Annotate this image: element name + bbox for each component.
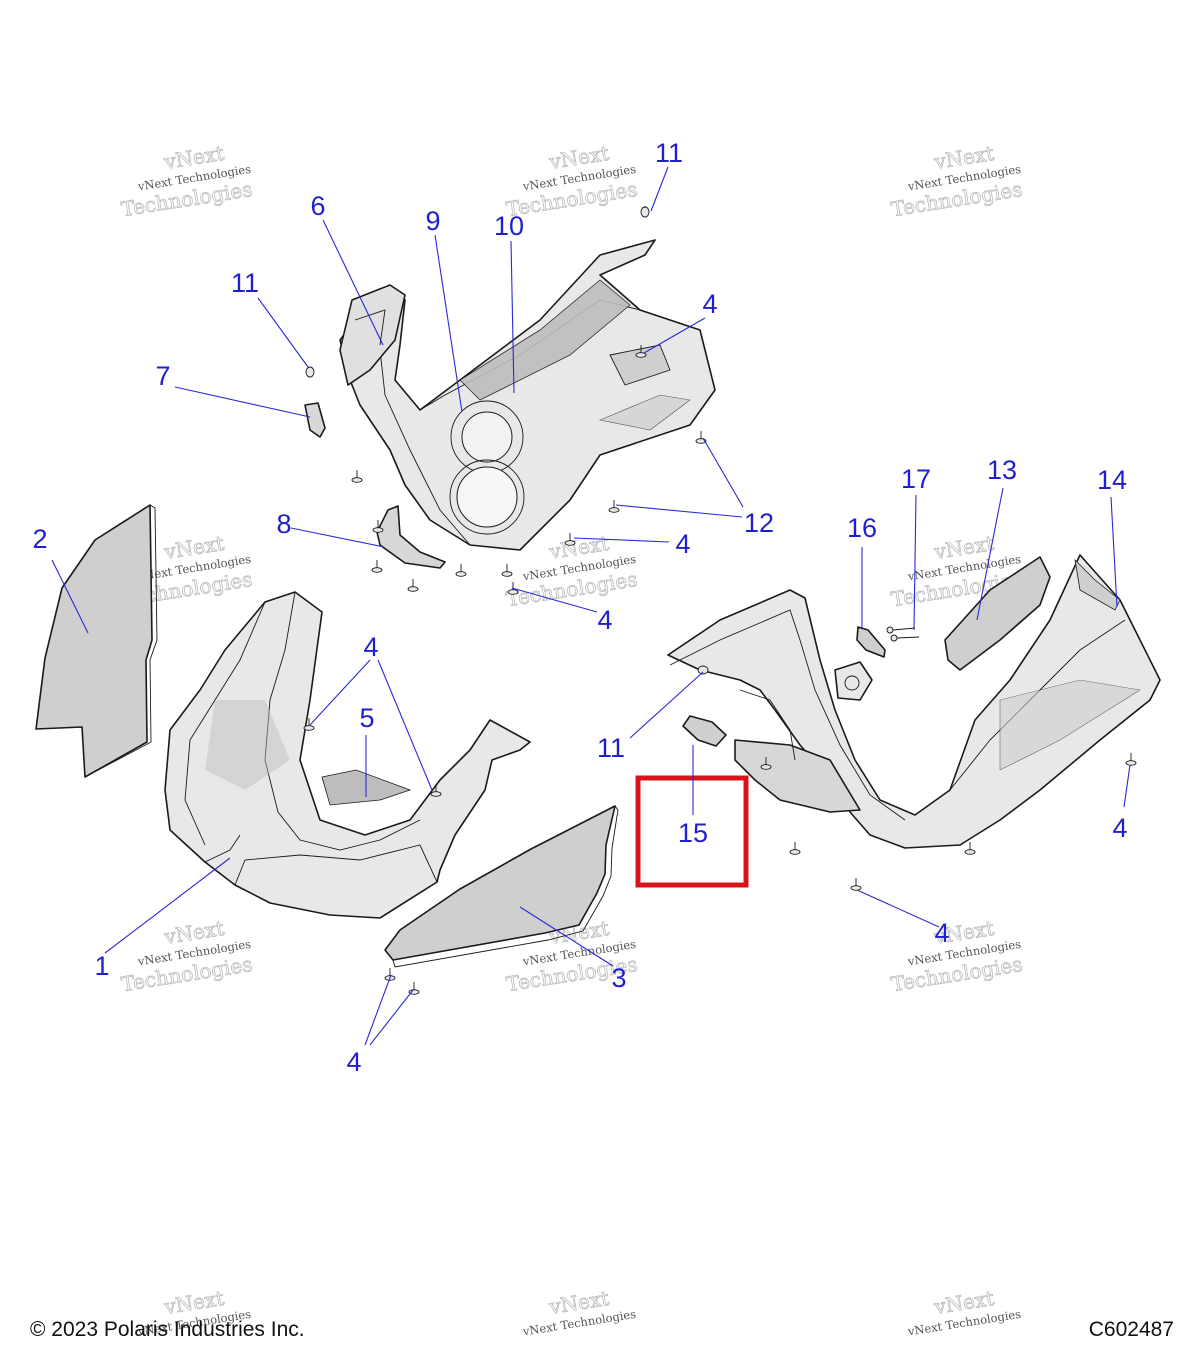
part-16-bracket <box>856 626 886 658</box>
callout-12: 12 <box>744 508 774 538</box>
drawing-number: C602487 <box>1088 1318 1174 1341</box>
callout-17: 17 <box>901 464 931 494</box>
fastener <box>408 982 420 995</box>
callout-14: 14 <box>1097 465 1127 495</box>
callout-7: 7 <box>155 361 170 391</box>
fastener <box>760 757 772 770</box>
part-2-side-panel <box>35 504 158 778</box>
highlight-box <box>635 775 749 888</box>
callout-4: 4 <box>597 605 612 635</box>
part-13-panel <box>944 556 1051 671</box>
leader-lines <box>51 166 1131 1046</box>
fastener <box>351 470 363 483</box>
fastener <box>640 206 650 218</box>
callout-4: 4 <box>702 289 717 319</box>
fastener <box>608 500 620 513</box>
callout-5: 5 <box>359 703 374 733</box>
fastener <box>697 665 709 675</box>
callout-11: 11 <box>597 733 625 763</box>
watermark: vNext vNext Technologies Technologies <box>889 141 1024 222</box>
callout-15: 15 <box>678 818 708 848</box>
fastener <box>850 878 862 891</box>
fastener <box>303 718 315 731</box>
watermark: vNext vNext Technologies <box>521 1286 637 1339</box>
fastener <box>501 564 513 577</box>
callout-4: 4 <box>346 1047 361 1077</box>
callout-10: 10 <box>494 211 524 241</box>
watermark: vNext vNext Technologies Technologies <box>504 141 639 222</box>
part-17-rivets <box>886 626 920 642</box>
watermark: vNext vNext Technologies Technologies <box>119 141 254 222</box>
callout-11: 11 <box>231 268 259 298</box>
callout-8: 8 <box>276 509 291 539</box>
callout-numbers: 1 2 3 4 4 4 4 4 4 4 5 6 7 8 9 10 11 11 1… <box>32 138 1127 1077</box>
callout-4: 4 <box>363 632 378 662</box>
watermark: vNext vNext Technologies Technologies <box>889 916 1024 997</box>
part-9-upper-bellypan <box>339 239 716 551</box>
callout-3: 3 <box>611 963 626 993</box>
part-1-lower-guard <box>164 591 531 919</box>
fastener <box>507 582 519 595</box>
callout-11: 11 <box>655 138 683 168</box>
fastener <box>455 564 467 577</box>
part-14-bumper-guard <box>667 554 1161 849</box>
fastener <box>305 366 315 378</box>
fastener <box>564 533 576 546</box>
callout-1: 1 <box>94 951 109 981</box>
callout-9: 9 <box>425 206 440 236</box>
fastener <box>430 784 442 797</box>
callout-2: 2 <box>32 524 47 554</box>
callout-16: 16 <box>847 513 877 543</box>
part-15-pad <box>682 715 727 747</box>
fastener <box>407 579 419 592</box>
callout-4: 4 <box>675 529 690 559</box>
callout-6: 6 <box>310 191 325 221</box>
part-3-skid-panel <box>384 805 619 968</box>
watermark-group: vNext vNext Technologies Technologies vN… <box>119 141 1024 997</box>
copyright-text: © 2023 Polaris Industries Inc. <box>30 1318 305 1341</box>
callout-4: 4 <box>1112 813 1127 843</box>
part-8-bracket <box>376 505 446 569</box>
watermark: vNext vNext Technologies Technologies <box>119 916 254 997</box>
fastener <box>371 560 383 573</box>
callout-4: 4 <box>934 918 949 948</box>
part-7-clip <box>304 402 326 438</box>
watermark: vNext vNext Technologies <box>906 1286 1022 1339</box>
fastener <box>1125 753 1137 766</box>
callout-13: 13 <box>987 455 1017 485</box>
fastener <box>372 520 384 533</box>
fastener <box>964 842 976 855</box>
fastener <box>635 345 647 358</box>
fastener <box>789 842 801 855</box>
